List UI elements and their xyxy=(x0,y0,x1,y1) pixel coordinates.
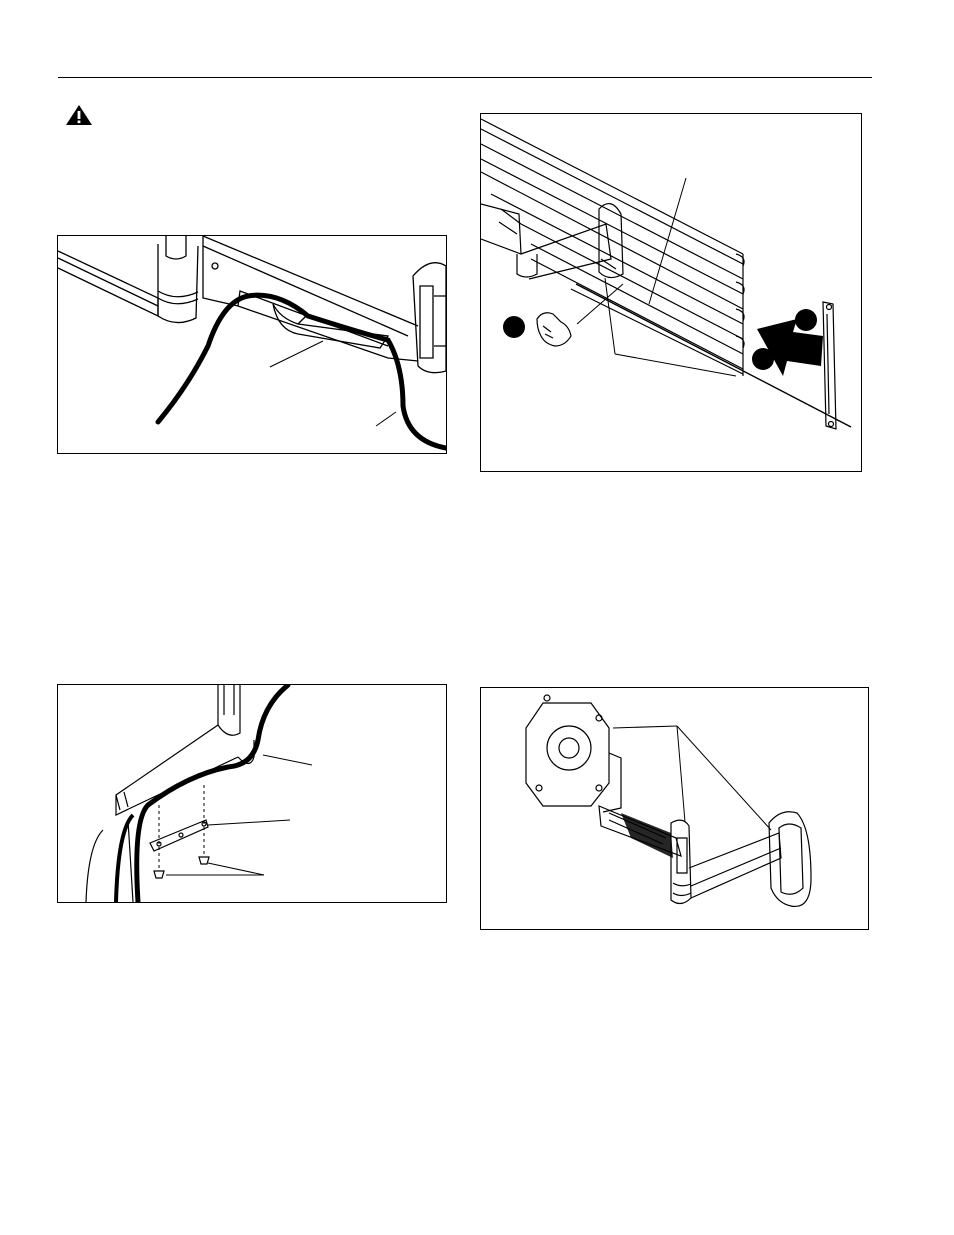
figure-rail-install xyxy=(480,113,862,472)
figure-monitor-arm xyxy=(480,687,869,930)
header-rule xyxy=(58,77,872,78)
warning-triangle-icon xyxy=(64,104,94,126)
figure-cable-routing xyxy=(57,235,447,454)
figure-cable-clip-bracket xyxy=(57,684,447,903)
